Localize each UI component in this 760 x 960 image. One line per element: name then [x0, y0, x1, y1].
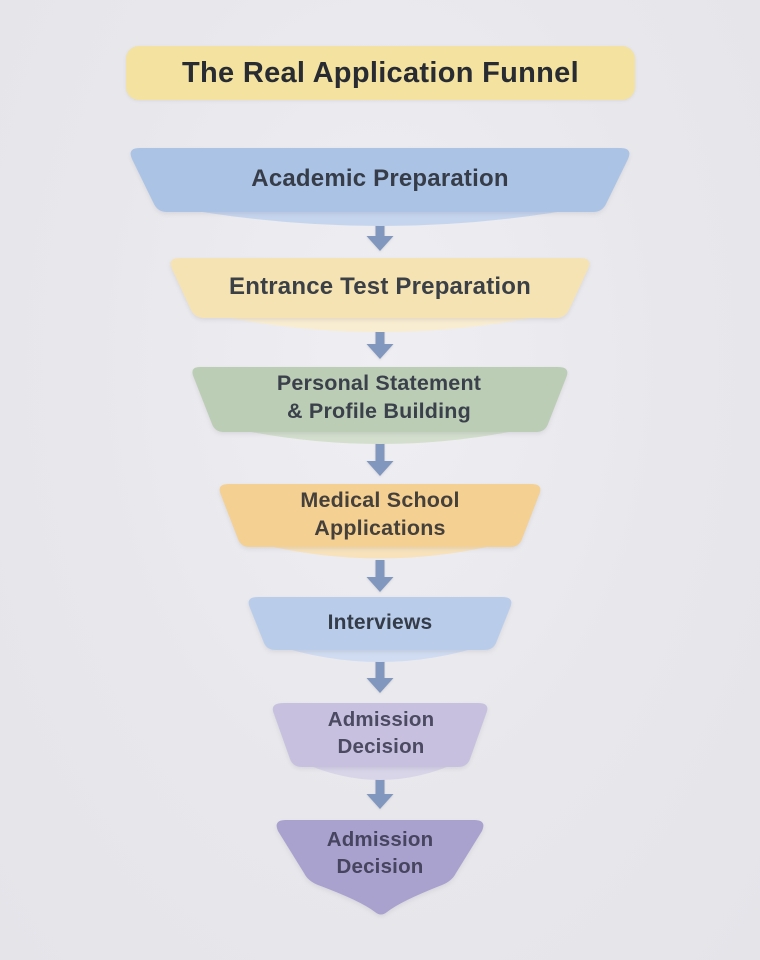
down-arrow-icon [366, 560, 394, 592]
stage-admission-decision-1-shape [272, 703, 488, 767]
down-arrow-icon [366, 219, 394, 251]
stage-academic-preparation-shape [130, 148, 630, 212]
stage-personal-statement-shape [192, 367, 568, 432]
stage-admission-decision-2-shape [276, 820, 484, 915]
stage-medical-applications-shape [219, 484, 541, 547]
down-arrow-icon [366, 327, 394, 359]
page-title: The Real Application Funnel [126, 46, 635, 100]
down-arrow-icon [366, 777, 394, 809]
down-arrow-icon [366, 443, 394, 476]
down-arrow-icon [366, 660, 394, 693]
stage-interviews-shape [248, 597, 512, 650]
stage-entrance-test-shape [170, 258, 590, 318]
